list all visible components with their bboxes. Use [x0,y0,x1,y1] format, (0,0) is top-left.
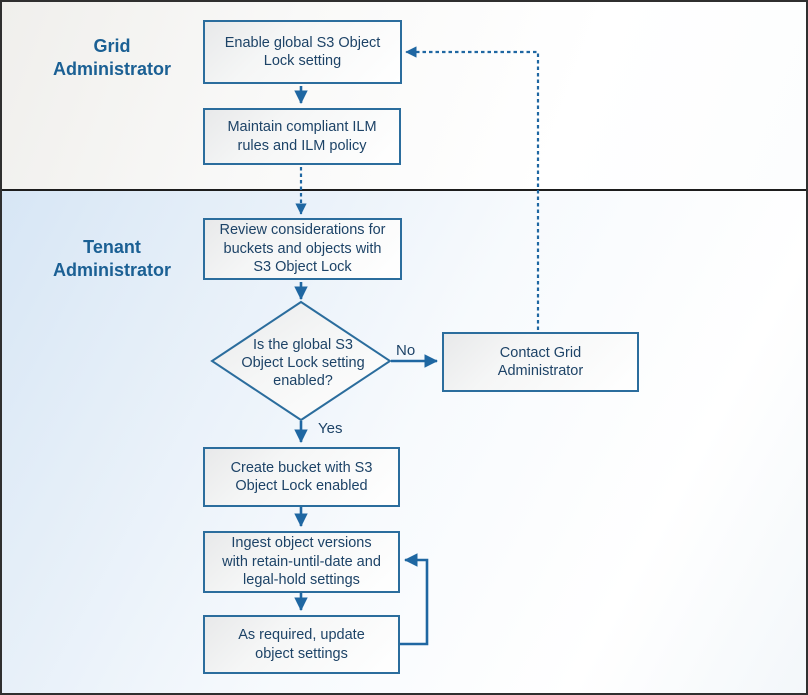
node-maintain-ilm: Maintain compliant ILM rules and ILM pol… [203,108,401,165]
lane-grid-administrator [2,2,806,189]
node-review-considerations: Review considerations for buckets and ob… [203,218,402,280]
lane-divider [2,189,806,191]
node-decision-global-setting: Is the global S3 Object Lock setting ena… [241,337,365,389]
edge-label-no: No [396,342,416,359]
node-create-bucket: Create bucket with S3 Object Lock enable… [203,447,400,507]
node-update-object-settings: As required, update object settings [203,615,400,674]
edge-label-yes: Yes [318,420,343,437]
node-contact-grid-admin: Contact Grid Administrator [442,332,639,392]
node-ingest-object-versions: Ingest object versions with retain-until… [203,531,400,593]
lane-label-grid-administrator: Grid Administrator [52,36,171,79]
node-enable-object-lock: Enable global S3 Object Lock setting [203,20,402,84]
lane-label-tenant-administrator: Tenant Administrator [52,237,171,280]
